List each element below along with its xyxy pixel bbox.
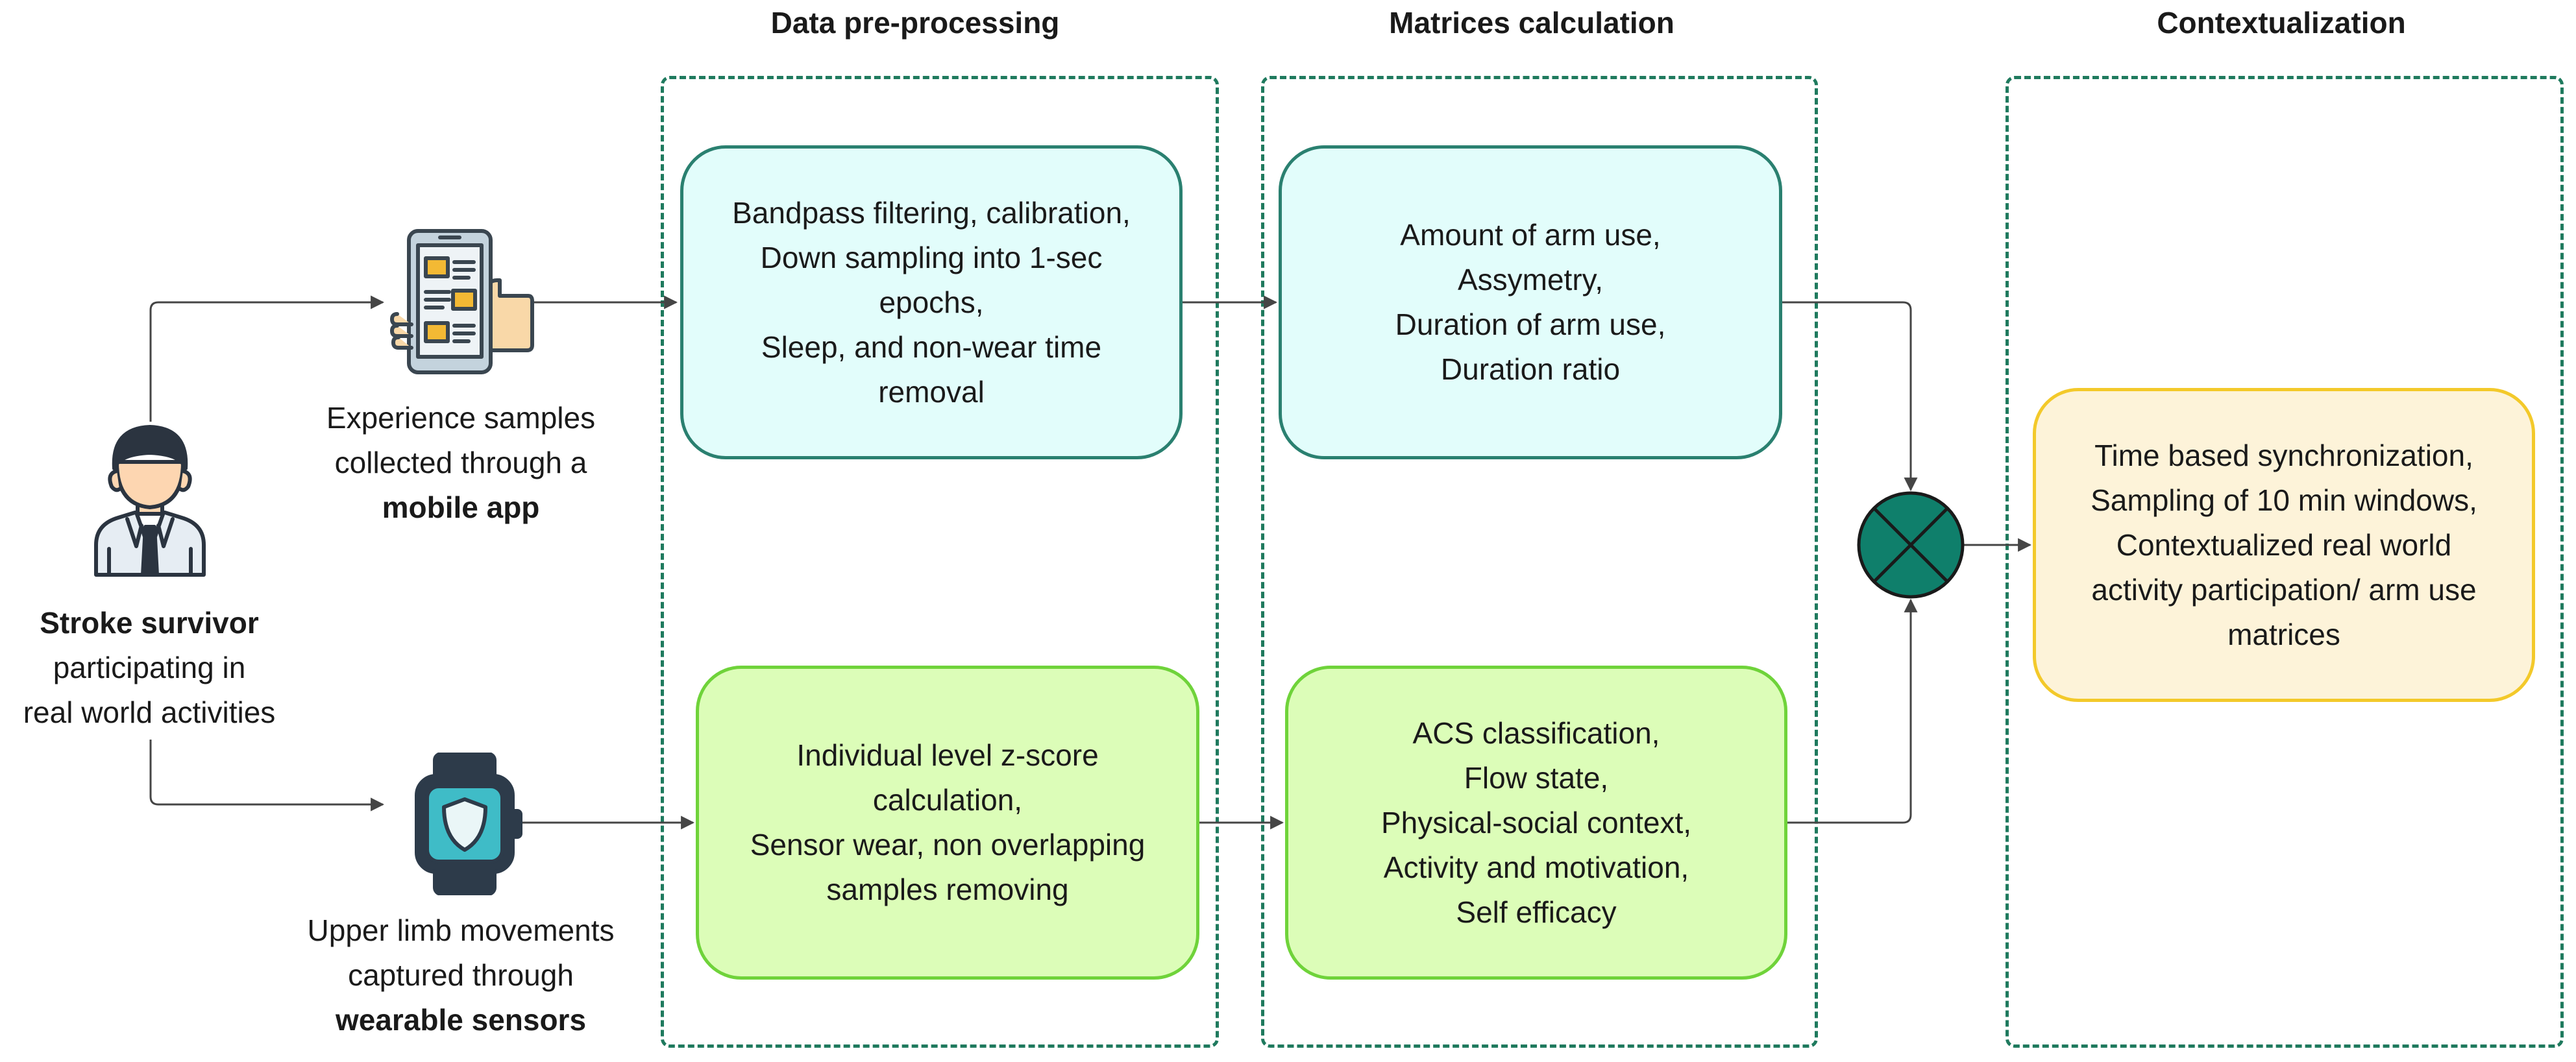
group-matrices xyxy=(1261,76,1818,1048)
wearable-caption-line-3: wearable sensors xyxy=(335,1003,587,1037)
arrow-person-to-mobile xyxy=(149,295,385,422)
wearable-caption: Upper limb movements captured through we… xyxy=(279,908,643,1043)
node-line: Individual level z-score xyxy=(796,738,1099,772)
arrow-mat-top-to-junction xyxy=(1782,301,1918,492)
actor-line-2: participating in xyxy=(53,651,246,684)
mobile-caption-line-1: Experience samples xyxy=(326,401,596,435)
node-line: Sampling of 10 min windows, xyxy=(2091,483,2477,517)
node-line: calculation, xyxy=(872,783,1023,817)
node-line: ACS classification, xyxy=(1412,716,1660,750)
actor-caption: Stroke survivor participating in real wo… xyxy=(0,601,299,735)
node-line: Sleep, and non-wear time xyxy=(761,330,1102,364)
node-line: Sensor wear, non overlapping xyxy=(750,828,1146,862)
node-line: Bandpass filtering, calibration, xyxy=(732,195,1131,230)
node-line: Time based synchronization, xyxy=(2094,438,2473,472)
arrow-mat-bottom-to-junction xyxy=(1786,598,1918,824)
node-line: Amount of arm use, xyxy=(1400,218,1661,252)
node-line: Contextualized real world xyxy=(2116,527,2452,562)
node-line: Self efficacy xyxy=(1456,895,1617,929)
node-line: epochs, xyxy=(879,285,984,319)
node-contextualization: Time based synchronization, Sampling of … xyxy=(2033,388,2535,702)
group-contextualization xyxy=(2006,76,2564,1048)
node-preprocessing-top: Bandpass filtering, calibration, Down sa… xyxy=(680,145,1183,459)
column-title-matrices: Matrices calculation xyxy=(1389,6,1674,40)
node-line: activity participation/ arm use xyxy=(2091,572,2477,607)
node-line: Activity and motivation, xyxy=(1383,850,1689,884)
column-title-contextualization: Contextualization xyxy=(2157,6,2406,40)
node-line: removal xyxy=(878,374,985,409)
column-title-preprocessing: Data pre-processing xyxy=(770,6,1060,40)
node-line: Down sampling into 1-sec xyxy=(760,240,1103,274)
node-line: samples removing xyxy=(826,873,1069,906)
mobile-caption: Experience samples collected through a m… xyxy=(286,396,636,530)
actor-title: Stroke survivor xyxy=(40,606,259,640)
mobile-caption-line-2: collected through a xyxy=(334,446,587,479)
node-line: Physical-social context, xyxy=(1380,805,1692,839)
node-line: Flow state, xyxy=(1464,760,1609,795)
smartwatch-icon xyxy=(415,753,522,895)
node-preprocessing-bottom: Individual level z-score calculation, Se… xyxy=(696,666,1199,980)
group-preprocessing xyxy=(661,76,1219,1048)
node-line: Duration of arm use, xyxy=(1395,308,1666,341)
arrow-person-to-wearable xyxy=(149,740,385,812)
actor-line-3: real world activities xyxy=(23,695,276,729)
wearable-caption-line-2: captured through xyxy=(348,958,574,992)
node-matrices-bottom: ACS classification, Flow state, Physical… xyxy=(1285,666,1787,980)
node-line: Assymetry, xyxy=(1457,263,1604,296)
wearable-caption-line-1: Upper limb movements xyxy=(307,913,615,947)
person-icon xyxy=(94,425,206,577)
mobile-app-icon xyxy=(390,229,534,374)
node-line: matrices xyxy=(2227,617,2340,651)
mobile-caption-line-3: mobile app xyxy=(382,490,540,524)
node-line: Duration ratio xyxy=(1440,352,1621,386)
node-matrices-top: Amount of arm use, Assymetry, Duration o… xyxy=(1279,145,1782,459)
summing-junction-icon xyxy=(1857,491,1965,599)
